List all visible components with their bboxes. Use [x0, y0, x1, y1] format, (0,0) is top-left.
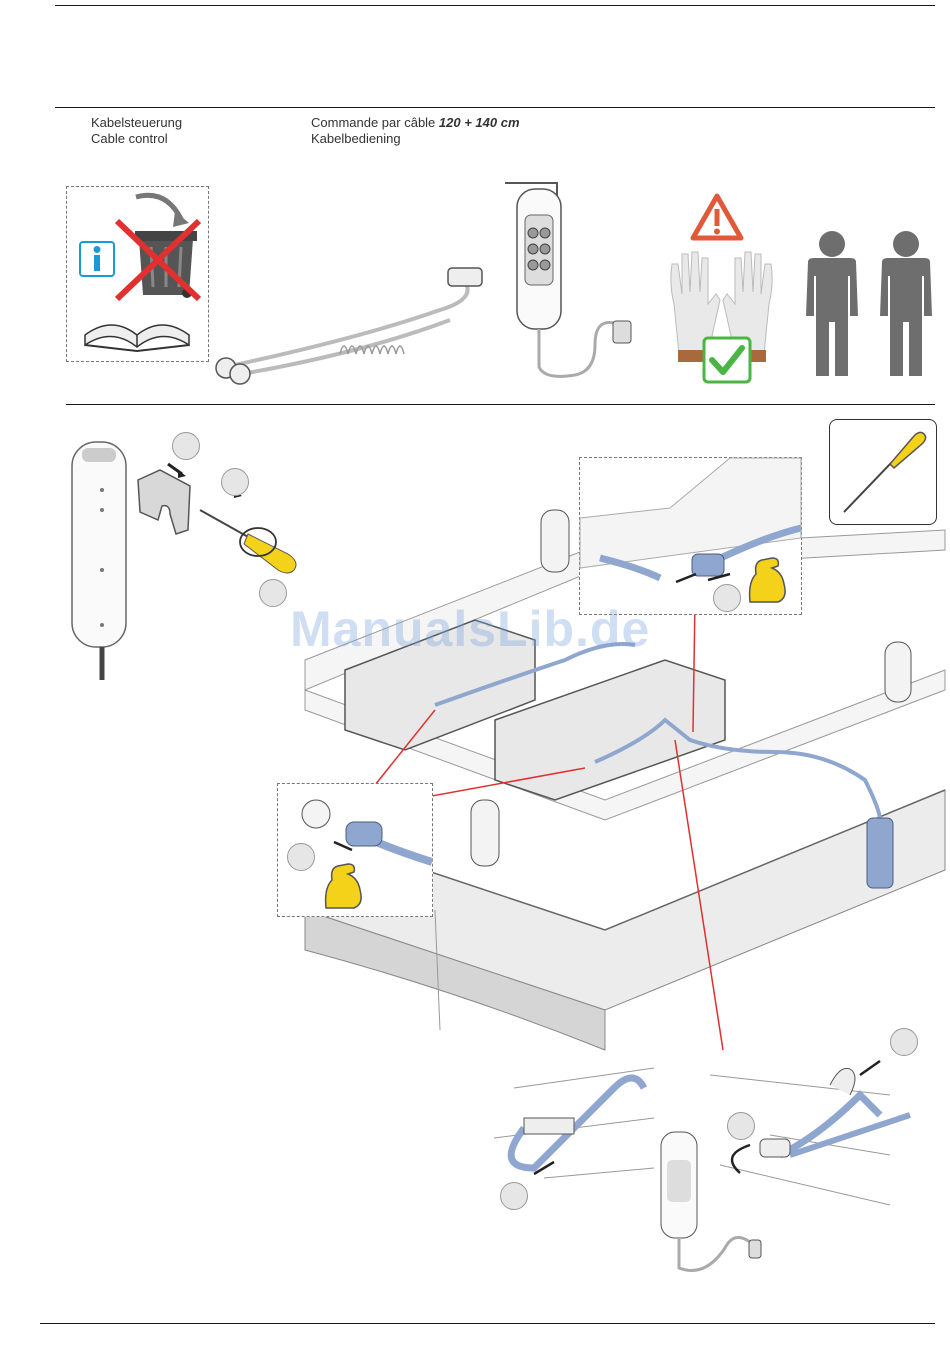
- step-badge-6: [500, 1182, 528, 1210]
- step-badge-2: [221, 468, 249, 496]
- disposal-panel: [66, 186, 209, 362]
- person-icon: [802, 230, 862, 378]
- label-en: Cable control: [91, 131, 168, 147]
- info-icon: [79, 241, 115, 277]
- strength-icon: [744, 554, 792, 606]
- label-nl: Kabelbediening: [311, 131, 401, 147]
- label-fr-prefix: Commande par câble: [311, 115, 439, 130]
- label-fr: Commande par câble 120 + 140 cm: [311, 115, 520, 131]
- hand-control-mounting-illustration: [60, 430, 320, 680]
- step-badge-1: [172, 432, 200, 460]
- strength-icon-bottom: [320, 860, 368, 912]
- label-fr-size: 120 + 140 cm: [439, 115, 520, 130]
- label-de: Kabelsteuerung: [91, 115, 182, 131]
- section-rule: [66, 404, 935, 405]
- no-trash-icon: [111, 191, 206, 301]
- manual-book-icon: [77, 305, 197, 355]
- top-rule: [55, 5, 935, 6]
- person-icon-second: [876, 230, 936, 378]
- hand-control-illustration: [495, 175, 635, 390]
- cable-routing-left-illustration: [494, 1058, 654, 1198]
- step-badge-3: [259, 579, 287, 607]
- step-badge-8: [890, 1028, 918, 1056]
- footer-rule: [40, 1323, 935, 1324]
- warning-icon: [691, 194, 743, 240]
- watermark: ManualsLib.de: [290, 600, 650, 658]
- step-badge-5: [287, 843, 315, 871]
- coiled-cable-illustration: [200, 258, 500, 388]
- connector-detail-top: [579, 457, 802, 615]
- step-badge-4: [713, 584, 741, 612]
- header-rule: [55, 107, 935, 108]
- check-icon: [702, 336, 752, 384]
- step-badge-7: [727, 1112, 755, 1140]
